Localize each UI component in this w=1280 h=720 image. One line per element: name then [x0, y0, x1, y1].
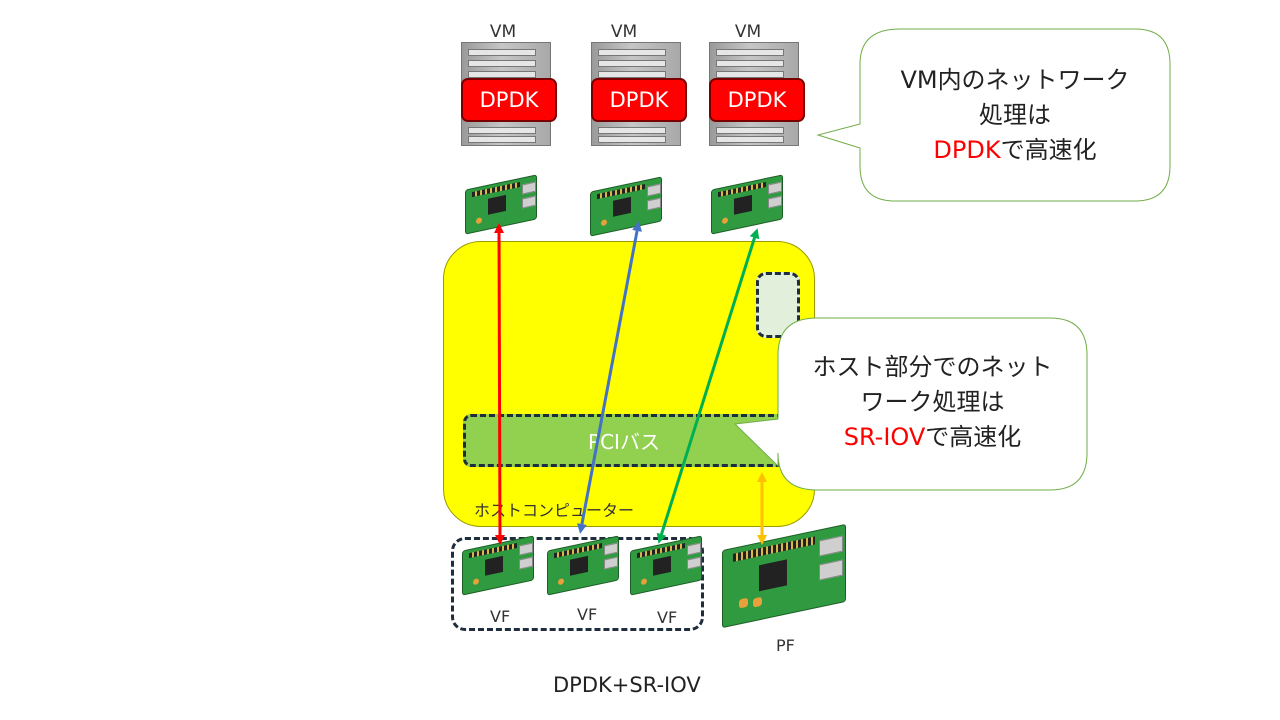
callout-vm-line2: 処理は [979, 101, 1051, 129]
arrow-vm1-to-vf1 [494, 223, 505, 545]
callout-vm-line1: VM内のネットワーク [900, 66, 1130, 94]
callout-host-highlight: SR-IOV [843, 423, 926, 451]
vf-label-2: VF [577, 605, 598, 624]
callout-host-line3: SR-IOVで高速化 [780, 420, 1085, 455]
dpdk-badge-1: DPDK [461, 78, 557, 122]
dpdk-badge-2: DPDK [591, 78, 687, 122]
arrow-vm2-to-vf2 [577, 221, 642, 534]
pf-label: PF [776, 636, 795, 655]
vf-label-1: VF [490, 607, 511, 626]
dpdk-badge-3: DPDK [709, 78, 805, 122]
diagram-caption: DPDK+SR-IOV [553, 673, 701, 697]
vm-label-1: VM [489, 22, 517, 42]
vm-server-1: DPDK [461, 21, 557, 146]
callout-host-suffix: で高速化 [925, 423, 1022, 451]
vf-label-3: VF [657, 608, 678, 627]
vm-label-2: VM [610, 22, 638, 42]
callout-vm-bubble [816, 28, 1171, 202]
callout-host-line1: ホスト部分でのネット [812, 353, 1053, 381]
callout-host-line2: ワーク処理は [860, 388, 1005, 416]
callout-host-text: ホスト部分でのネット ワーク処理は SR-IOVで高速化 [780, 350, 1085, 455]
callout-vm-line3: DPDKで高速化 [862, 133, 1168, 168]
callout-vm-suffix: で高速化 [1000, 136, 1097, 164]
callout-vm-highlight: DPDK [933, 136, 1001, 164]
arrow-vm3-to-vf3 [656, 228, 760, 544]
vm-server-3: DPDK [709, 21, 805, 146]
vm-server-2: DPDK [591, 21, 687, 146]
vf-group-box [451, 537, 704, 631]
callout-vm-text: VM内のネットワーク 処理は DPDKで高速化 [862, 63, 1168, 168]
vm-label-3: VM [734, 22, 762, 42]
callout-host-bubble [733, 317, 1088, 491]
